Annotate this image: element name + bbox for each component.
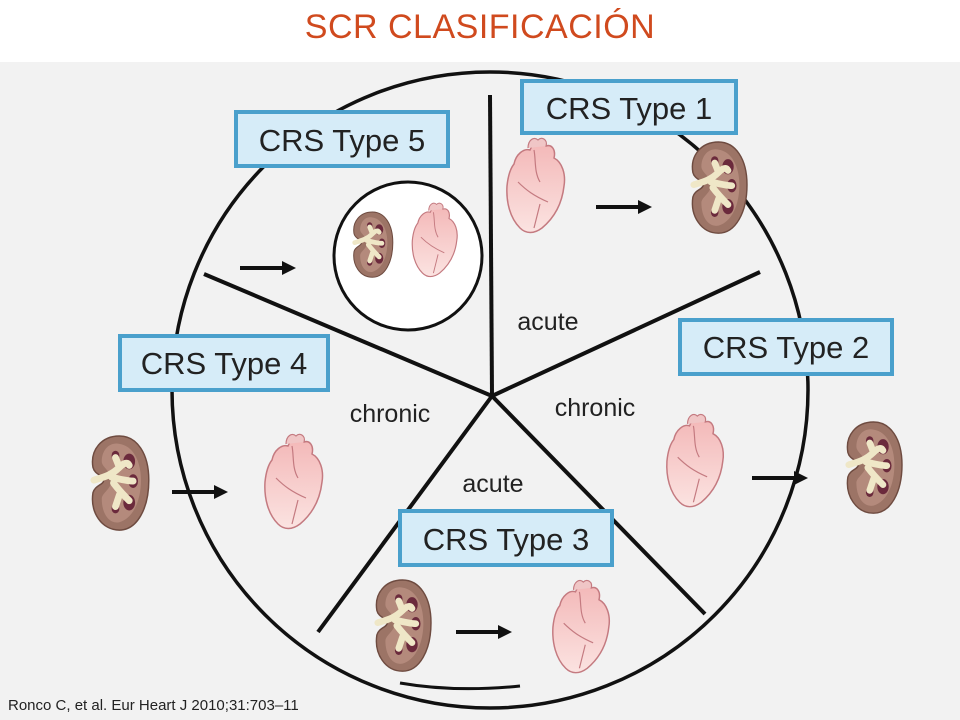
label-box-type-2: CRS Type 2 <box>678 318 894 376</box>
arrow-icon <box>238 259 298 277</box>
slide-title: SCR CLASIFICACIÓN <box>304 8 656 46</box>
acute-label-top: acute <box>517 308 578 336</box>
chronic-label-left: chronic <box>350 400 431 428</box>
heart-icon <box>666 413 725 508</box>
type-1-label: CRS Type 1 <box>546 91 713 126</box>
type-4-label: CRS Type 4 <box>141 346 308 381</box>
heart-icon <box>264 433 324 530</box>
kidney-icon <box>847 422 902 513</box>
citation: Ronco C, et al. Eur Heart J 2010;31:703–… <box>8 697 299 714</box>
arrow-icon <box>170 483 230 501</box>
arrow-icon <box>750 469 810 487</box>
arrow-icon <box>594 198 654 216</box>
label-box-type-4: CRS Type 4 <box>118 334 330 392</box>
acute-label-bottom: acute <box>462 470 523 498</box>
sector-dividers <box>203 94 761 634</box>
label-box-type-5: CRS Type 5 <box>234 110 450 168</box>
heart-icon <box>506 137 566 234</box>
type-2-label: CRS Type 2 <box>703 330 870 365</box>
type-5-label: CRS Type 5 <box>259 123 426 158</box>
chronic-label-right: chronic <box>555 394 636 422</box>
label-box-type-1: CRS Type 1 <box>520 79 738 135</box>
label-box-type-3: CRS Type 3 <box>398 509 614 567</box>
arc-fragment <box>399 681 521 691</box>
arrow-icon <box>454 623 514 641</box>
kidney-icon <box>92 436 148 530</box>
heart-icon <box>552 579 611 674</box>
kidney-icon <box>376 580 431 671</box>
type-3-label: CRS Type 3 <box>423 522 590 557</box>
kidney-icon <box>692 142 747 233</box>
